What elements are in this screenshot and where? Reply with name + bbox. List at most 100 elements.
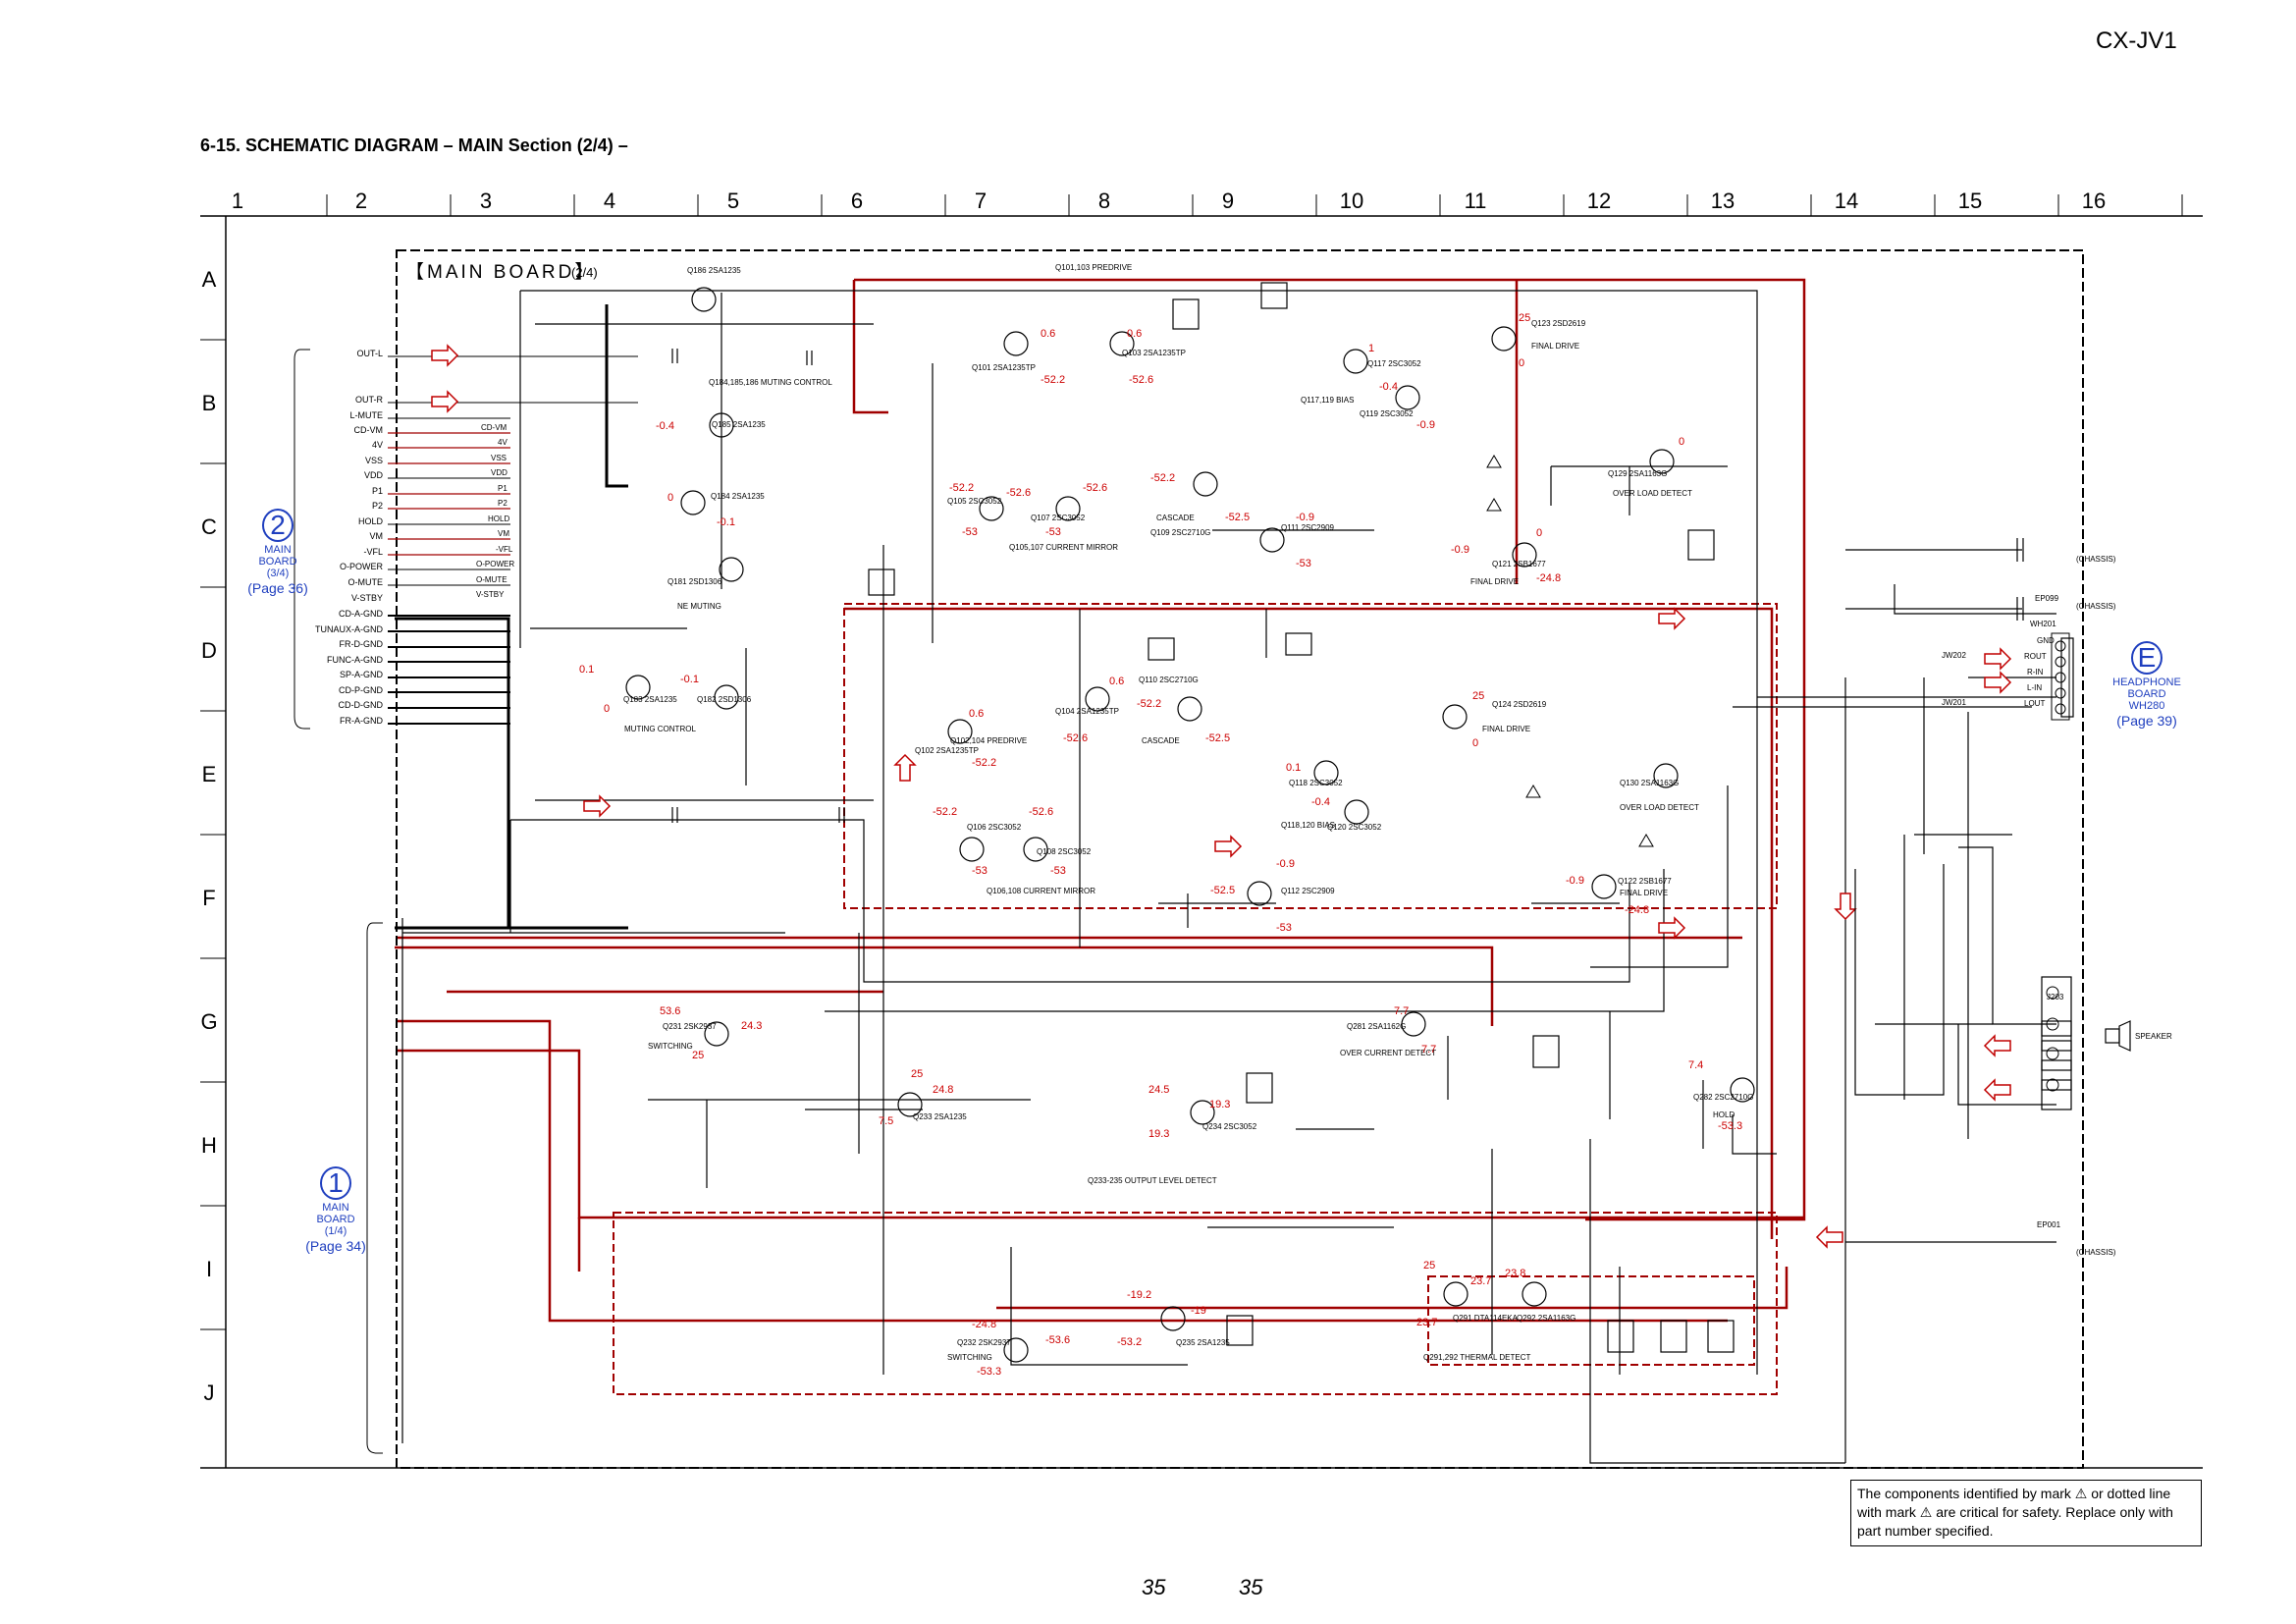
q291-label: Q291 DTA114EKA	[1453, 1314, 1519, 1323]
signal-label: VSS	[364, 456, 383, 465]
connector-number: E	[2131, 641, 2163, 675]
voltage-e10: 0	[1472, 737, 1478, 749]
page-number-right: 35	[1239, 1575, 1263, 1599]
left-ground-lines	[388, 615, 510, 725]
q130-label: Q130 2SA1163G	[1620, 779, 1679, 787]
voltage-e4: -52.6	[1063, 732, 1088, 744]
signal-label: L-MUTE	[349, 410, 384, 420]
q110-label: Q110 2SC2710G	[1139, 676, 1199, 684]
signal-label: O-POWER	[340, 562, 383, 571]
q292-label: Q292 2SA1163G	[1517, 1314, 1575, 1323]
voltage-f5: -0.9	[1276, 858, 1295, 870]
voltage-d1: 0.1	[579, 664, 594, 676]
chassis-label: (CHASSIS)	[2076, 602, 2116, 611]
row-label: E	[201, 762, 217, 786]
signal-label: CD-VM	[353, 425, 384, 435]
column-number: 16	[2081, 189, 2107, 213]
q185-label: Q185 2SA1235	[712, 420, 766, 429]
connector-pin: LOUT	[2024, 699, 2045, 708]
muting-b-label: Q184,185,186 MUTING CONTROL	[709, 378, 832, 387]
q109-label: Q109 2SC2710G	[1150, 528, 1210, 537]
bus-label: P2	[498, 499, 507, 508]
q119-label: Q119 2SC3052	[1360, 409, 1414, 418]
signal-label: 4V	[371, 440, 383, 450]
current-mirror-c-label: Q105,107 CURRENT MIRROR	[1009, 543, 1118, 552]
main-board-3-4-connector: 2 MAIN BOARD (3/4) (Page 36)	[234, 509, 322, 596]
ep-label: EP099	[2035, 594, 2059, 603]
voltage-i9: 23.8	[1505, 1268, 1525, 1279]
q282-label: Q282 2SC2710G	[1693, 1093, 1753, 1102]
power-rails	[395, 278, 1806, 1323]
column-number: 9	[1221, 189, 1235, 213]
ep-label: EP001	[2037, 1220, 2061, 1229]
q234-label: Q234 2SC3052	[1202, 1122, 1257, 1131]
bus-label: 4V	[498, 438, 507, 447]
row-label: G	[200, 1009, 218, 1034]
voltage-e9: 25	[1472, 690, 1484, 702]
voltage-c9: -53	[1296, 558, 1311, 569]
connector-pins-box	[2046, 632, 2070, 1092]
muting-c-label: NE MUTING	[677, 602, 721, 611]
left-connector-red-lines	[388, 432, 510, 556]
connector-name: MAIN	[264, 544, 292, 556]
row-label: C	[201, 514, 217, 539]
column-number: 7	[974, 189, 988, 213]
column-number: 2	[354, 189, 368, 213]
voltage-h4: 24.5	[1148, 1084, 1169, 1096]
voltage-g2: 24.3	[741, 1020, 762, 1032]
q184-label: Q184 2SA1235	[711, 492, 765, 501]
final-drive-d-label: FINAL DRIVE	[1482, 725, 1530, 733]
signal-label: FR-D-GND	[339, 639, 384, 649]
column-number: 13	[1710, 189, 1735, 213]
signal-label: VDD	[363, 470, 383, 480]
bus-label: V-STBY	[476, 590, 505, 599]
q107-label: Q107 2SC3052	[1031, 514, 1086, 522]
voltage-c2: -52.6	[1006, 487, 1031, 499]
signal-label: P2	[371, 501, 383, 511]
row-label: D	[201, 638, 217, 663]
safety-note: The components identified by mark ⚠ or d…	[1850, 1480, 2202, 1546]
voltage-g5: 7.7	[1421, 1044, 1436, 1056]
voltage-c5: -53	[1045, 526, 1061, 538]
voltage-b6: -0.9	[1416, 419, 1435, 431]
connector-pin: L-IN	[2027, 683, 2042, 692]
row-label: A	[201, 267, 217, 292]
voltage-b5: -0.4	[1379, 381, 1398, 393]
voltage-a3: -52.2	[1041, 374, 1065, 386]
q232-label: Q232 2SK2937	[957, 1338, 1011, 1347]
column-number: 8	[1097, 189, 1111, 213]
q118-label: Q118 2SC3052	[1289, 779, 1343, 787]
column-number: 1	[231, 189, 244, 213]
voltage-i4: -53.2	[1117, 1336, 1142, 1348]
over-load-e-label: OVER LOAD DETECT	[1620, 803, 1699, 812]
voltage-h2: 24.8	[933, 1084, 953, 1096]
switching-i-label: SWITCHING	[947, 1353, 992, 1362]
q233-label: Q233 2SA1235	[913, 1112, 967, 1121]
connector-name: BOARD	[258, 556, 297, 568]
left-connector-lines	[388, 355, 638, 586]
q105-label: Q105 2SC3052	[947, 497, 1002, 506]
bus-label: -VFL	[496, 545, 513, 554]
column-number: 4	[603, 189, 616, 213]
right-connector: WH201 GND ROUT R-IN L-IN LOUT JW202 JW20…	[1942, 555, 2172, 1257]
page-reference: (Page 39)	[2116, 713, 2177, 729]
voltage-e5: -52.2	[1137, 698, 1161, 710]
row-label: B	[201, 391, 217, 415]
page-reference: (Page 36)	[247, 580, 308, 596]
q182-label: Q182 2SD1306	[697, 695, 752, 704]
bus-label: HOLD	[488, 514, 509, 523]
voltage-f8: -0.9	[1566, 875, 1584, 887]
connector-pin: R-IN	[2027, 668, 2044, 677]
main-board-1-4-connector: 1 MAIN BOARD (1/4) (Page 34)	[292, 1166, 380, 1253]
voltage-d3: 0	[604, 703, 610, 715]
q104-label: Q104 2SA1235TP	[1055, 707, 1119, 716]
jumper-label: JW201	[1942, 698, 1966, 707]
q111-label: Q111 2SC2909	[1281, 523, 1335, 532]
row-label: I	[205, 1257, 213, 1281]
voltage-d2: -0.1	[680, 674, 699, 685]
voltage-b3: -0.1	[717, 516, 735, 528]
voltage-c10: -0.9	[1451, 544, 1469, 556]
column-number: 15	[1957, 189, 1983, 213]
test-voltages: 0.6 0.6 -52.2 -52.6 -0.4 0 -0.1 1 -0.4 -…	[579, 312, 1742, 1378]
